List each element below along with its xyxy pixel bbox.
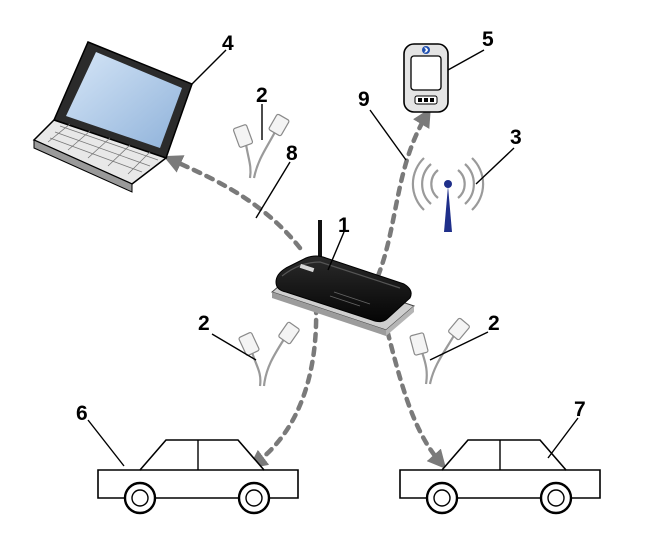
label-phone: 5 <box>482 28 494 51</box>
leader-car-right <box>547 417 579 459</box>
bluetooth-icon <box>422 46 430 54</box>
laptop-icon <box>32 41 193 193</box>
label-wireless-link: 9 <box>358 88 370 111</box>
phone-icon <box>403 43 449 113</box>
label-cable-left: 2 <box>198 312 210 335</box>
leader-cable-left <box>211 333 257 361</box>
leader-cable-right <box>429 331 489 361</box>
leader-router <box>327 231 345 271</box>
leader-wired-link <box>255 161 291 219</box>
arrow-router-to-phone <box>375 107 431 279</box>
label-cable-top: 2 <box>256 84 268 107</box>
cable-icon <box>232 113 290 179</box>
leader-antenna <box>475 147 515 185</box>
label-antenna: 3 <box>510 126 522 149</box>
leader-lines <box>87 49 579 467</box>
leader-phone <box>447 49 485 71</box>
antenna-icon <box>411 157 485 232</box>
cable-icon <box>238 321 300 387</box>
label-laptop: 4 <box>222 32 234 55</box>
arrow-router-to-car-left <box>248 303 319 469</box>
leader-wireless-link <box>369 109 407 161</box>
cable-icon <box>409 317 470 385</box>
label-car-right: 7 <box>574 398 586 421</box>
label-wired-link: 8 <box>286 142 298 165</box>
label-cable-right: 2 <box>488 312 500 335</box>
leader-car-left <box>87 419 125 467</box>
router-icon <box>271 220 415 336</box>
label-router: 1 <box>338 214 350 237</box>
arrow-router-to-laptop <box>163 155 303 251</box>
label-car-left: 6 <box>76 402 88 425</box>
arrow-router-to-car-right <box>381 315 447 470</box>
car-icon <box>97 439 299 515</box>
leader-laptop <box>191 49 227 85</box>
